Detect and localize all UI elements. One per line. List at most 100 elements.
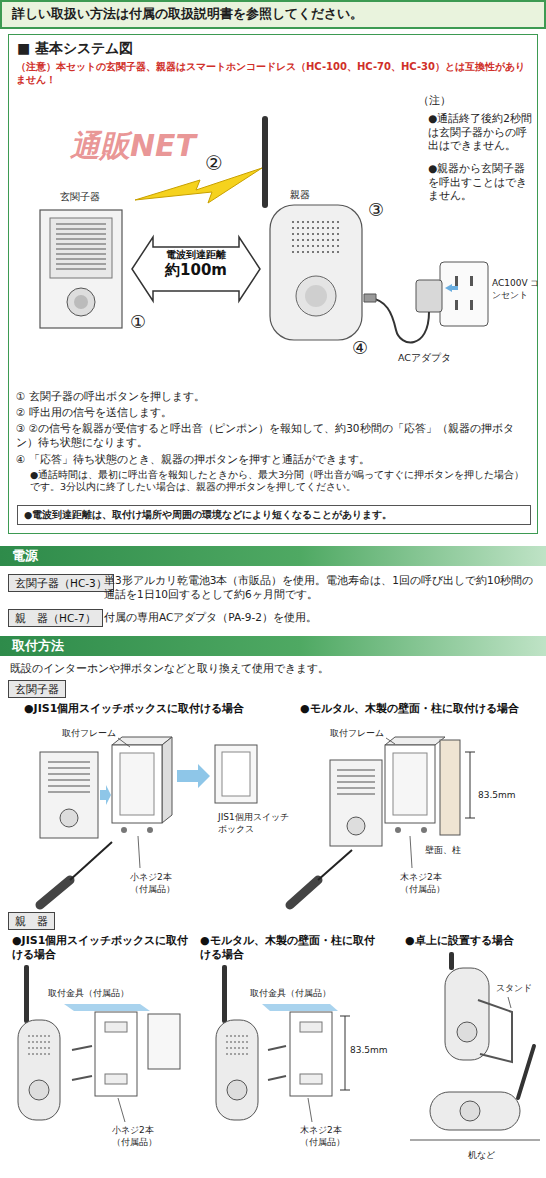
door-unit — [56, 224, 106, 269]
note-text: ●電波到達距離は、取付け場所や周囲の環境などにより短くなることがあります。 — [24, 509, 524, 521]
main-unit-mount-switchbox — [118, 1098, 125, 1122]
main-unit-desktop — [449, 952, 454, 970]
main-unit-mount-wall — [262, 1004, 338, 1011]
main-unit — [296, 276, 336, 316]
door-unit-mount-switchbox — [222, 752, 250, 796]
range-arrow: 電波到達距離約100m — [131, 233, 261, 305]
main-unit-mount-wall — [345, 1016, 346, 1090]
door-unit-mount-switchbox — [147, 827, 153, 833]
tag-text: 玄関子器 — [15, 682, 59, 696]
main-unit-desktop — [478, 1000, 512, 1062]
door-unit-mount-switchbox — [120, 753, 154, 815]
part-name: 小ネジ2本（付属品） — [112, 1125, 170, 1148]
ac-adapter — [364, 280, 458, 342]
main-unit — [292, 222, 342, 252]
note-text: ●通話終了後約2秒間は玄関子器からの呼出はできません。 — [428, 112, 536, 153]
door-unit-mount-wall — [385, 745, 435, 823]
main-unit-desktop — [457, 1022, 477, 1042]
callout-number: ② — [205, 150, 229, 176]
door-unit-mount-wall — [290, 880, 318, 905]
section-heading: 取付方法 — [12, 638, 534, 654]
part-name: 玄関子器 — [60, 190, 130, 203]
door-unit-mount-switchbox — [48, 762, 90, 792]
main-unit-mount-switchbox — [148, 1014, 180, 1069]
part-name: 取付金具（付属品） — [250, 988, 350, 1000]
door-unit-mount-wall — [290, 737, 475, 905]
main-unit-mount-wall — [216, 965, 350, 1122]
section-heading: ■ 基本システム図 — [17, 39, 529, 57]
door-unit-mount-switchbox — [70, 842, 112, 880]
radio-signal — [135, 168, 262, 203]
main-unit-desktop — [410, 1140, 540, 1141]
tag-text: 親 器（HC-7） — [15, 611, 96, 625]
callout-number: ④ — [352, 336, 376, 359]
wall-outlet — [440, 262, 488, 326]
note-text: ●親器から玄関子器を呼出すことはできません。 — [428, 162, 536, 203]
door-unit-mount-wall — [347, 817, 365, 835]
range-caption: 電波到達距離 — [131, 249, 261, 261]
main-unit-mount-switchbox — [95, 1012, 137, 1096]
door-unit-mount-wall — [465, 752, 475, 753]
warning-note: （注意）本セットの玄関子器、親器はスマートホンコードレス（HC-100、HC-7… — [16, 60, 531, 86]
item-tag: 親 器 — [8, 912, 55, 930]
door-unit — [40, 210, 122, 328]
spec-text: 単3形アルカリ乾電池3本（市販品）を使用。電池寿命は、1回の呼び出しで約10秒間… — [104, 574, 536, 601]
main-unit-mount-switchbox — [18, 1020, 60, 1120]
part-name: 木ネジ2本（付属品） — [300, 1125, 358, 1148]
main-unit-mount-switchbox — [72, 1076, 92, 1080]
door-unit-mount-switchbox — [177, 764, 210, 788]
wall-outlet — [440, 262, 488, 326]
step-text: ④ 「応答」待ち状態のとき、親器の押ボタンを押すと通話ができます。 — [16, 453, 531, 467]
door-unit-mount-wall — [337, 770, 375, 794]
door-unit-mount-wall — [465, 818, 475, 819]
main-unit-mount-wall — [300, 1074, 322, 1084]
main-unit-mount-wall — [290, 1012, 332, 1096]
main-unit-mount-switchbox — [105, 1022, 127, 1032]
part-name: 取付フレーム — [330, 728, 390, 740]
item-tag: 玄関子器 — [8, 680, 66, 698]
main-unit-mount-switchbox — [18, 965, 180, 1122]
part-name: 机など — [468, 1150, 528, 1162]
main-unit-mount-wall — [268, 1046, 286, 1050]
door-unit-mount-switchbox — [118, 738, 130, 747]
door-unit-mount-switchbox — [40, 880, 70, 905]
main-unit-mount-wall — [300, 1022, 322, 1032]
door-unit-mount-wall — [421, 827, 427, 833]
door-unit-mount-switchbox — [215, 745, 257, 803]
part-name: JIS1個用スイッチボックス — [218, 812, 290, 835]
main-unit — [305, 285, 327, 307]
case-heading: ●モルタル、木製の壁面・柱に取付ける場合 — [300, 702, 540, 716]
callout-number: ③ — [368, 198, 392, 221]
double-arrow-outline — [132, 237, 260, 301]
part-name: スタンド — [496, 983, 542, 995]
case-heading: ●JIS1個用スイッチボックスに取付ける場合 — [12, 934, 194, 963]
part-name: 木ネジ2本（付属品） — [400, 872, 458, 895]
main-unit-desktop — [508, 997, 511, 1008]
tag-text: 親 器 — [15, 914, 48, 928]
main-unit — [262, 116, 268, 208]
main-unit-desktop — [445, 968, 489, 1060]
wall-outlet — [470, 276, 473, 286]
header-bar: 詳しい取扱い方法は付属の取扱説明書を参照してください。 — [0, 0, 546, 29]
door-unit-mount-wall — [395, 827, 401, 833]
item-tag: 親 器（HC-7） — [8, 609, 103, 627]
note-heading: （注） — [418, 94, 468, 108]
main-unit-mount-switchbox — [72, 1046, 92, 1050]
door-unit-mount-wall — [318, 850, 352, 880]
door-unit-mount-switchbox — [60, 809, 78, 827]
note-box: ●電波到達距離は、取付け場所や周囲の環境などにより短くなることがあります。 — [17, 505, 531, 525]
main-unit-mount-switchbox — [24, 965, 29, 1023]
callout-number: ① — [130, 310, 154, 333]
case-heading: ●卓上に設置する場合 — [405, 934, 543, 948]
wall-outlet — [455, 276, 458, 286]
door-unit-mount-wall — [393, 753, 427, 815]
main-unit-mount-wall — [340, 1016, 350, 1017]
note-text: ●通話時間は、最初に呼出音を報知したときから、最大3分間（呼出音が鳴ってすぐに押… — [30, 469, 530, 494]
main-unit-mount-wall — [226, 1036, 248, 1054]
main-unit — [270, 205, 362, 340]
dimension: 83.5mm — [478, 790, 528, 802]
part-name: 小ネジ2本（付属品） — [130, 872, 188, 895]
door-unit — [74, 295, 88, 309]
door-unit-mount-switchbox — [121, 827, 127, 833]
main-unit-mount-switchbox — [105, 1074, 127, 1084]
